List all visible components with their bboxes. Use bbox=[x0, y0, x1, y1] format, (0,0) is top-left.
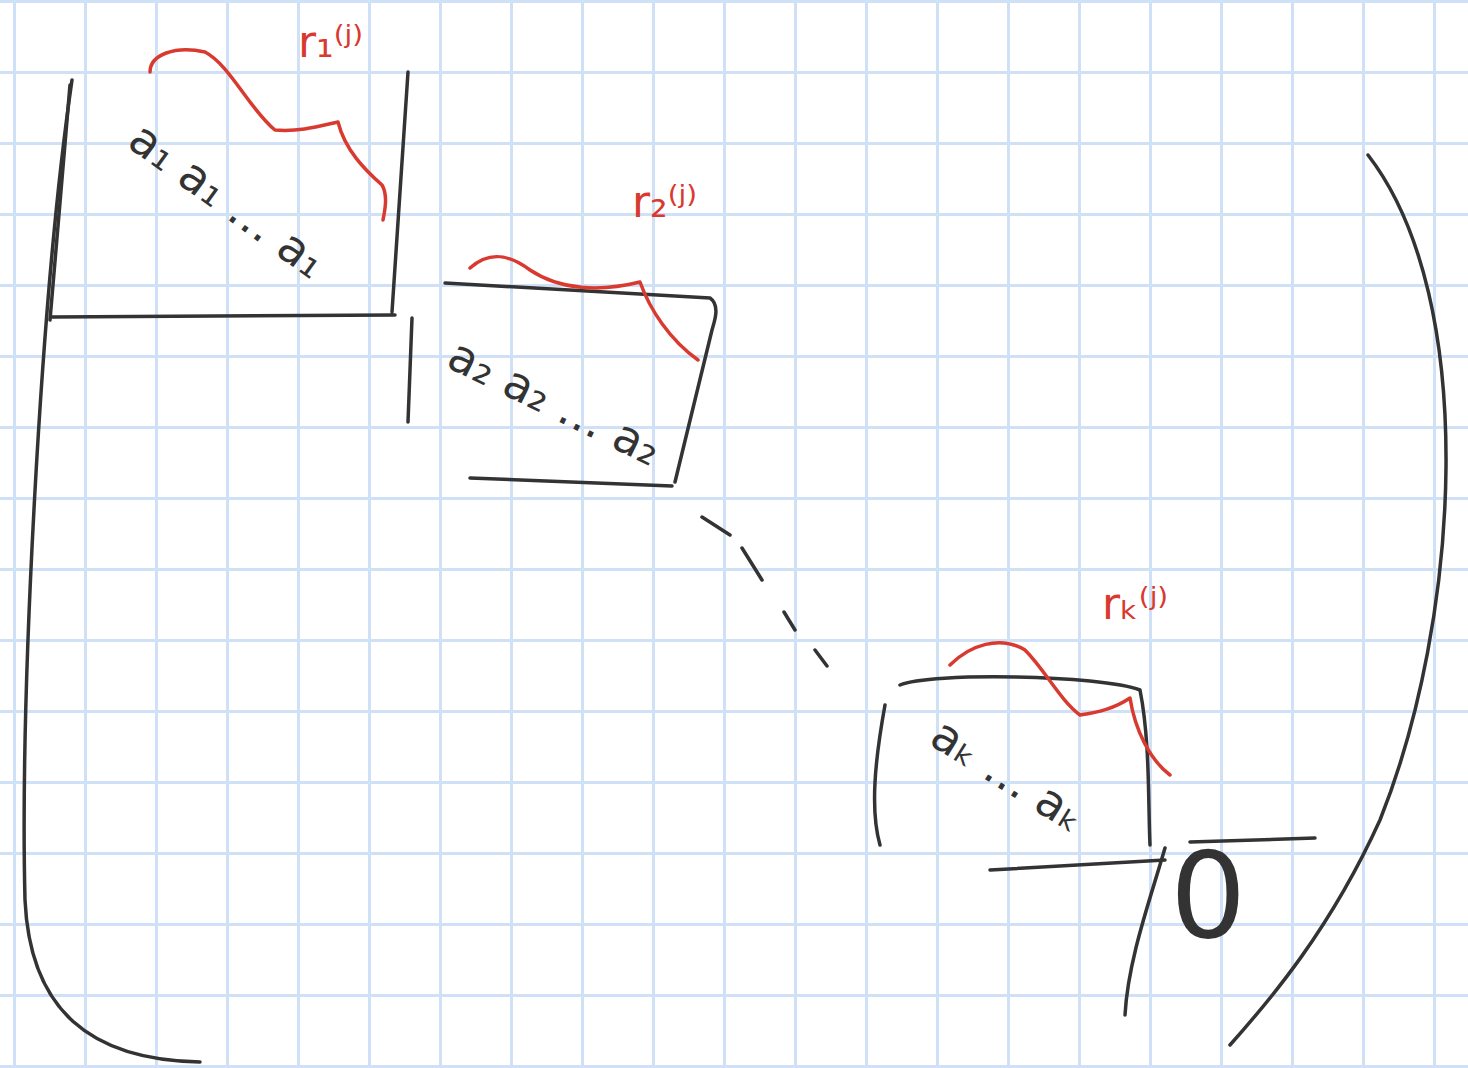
size-brace bbox=[470, 256, 698, 360]
block-outline bbox=[50, 72, 408, 320]
zero-entry: 0 bbox=[1170, 830, 1246, 962]
size-label: rₖ⁽ʲ⁾ bbox=[1102, 580, 1168, 628]
matrix-block: a₁ a₁ … a₁ bbox=[119, 111, 337, 290]
size-label: r₁⁽ʲ⁾ bbox=[298, 18, 363, 66]
continuation-dashes bbox=[702, 517, 827, 666]
block-entries: aₖ … aₖ bbox=[921, 707, 1094, 843]
matrix-block: a₂ a₂ … a₂ bbox=[440, 327, 670, 476]
left-parenthesis bbox=[24, 80, 200, 1062]
block-entries: a₁ a₁ … a₁ bbox=[119, 111, 337, 290]
block-outline bbox=[408, 283, 716, 486]
matrix-block: aₖ … aₖ bbox=[921, 707, 1094, 843]
block-entries: a₂ a₂ … a₂ bbox=[440, 327, 670, 476]
right-parenthesis bbox=[1230, 155, 1446, 1045]
size-label: r₂⁽ʲ⁾ bbox=[632, 178, 697, 226]
block-outline bbox=[875, 677, 1165, 870]
